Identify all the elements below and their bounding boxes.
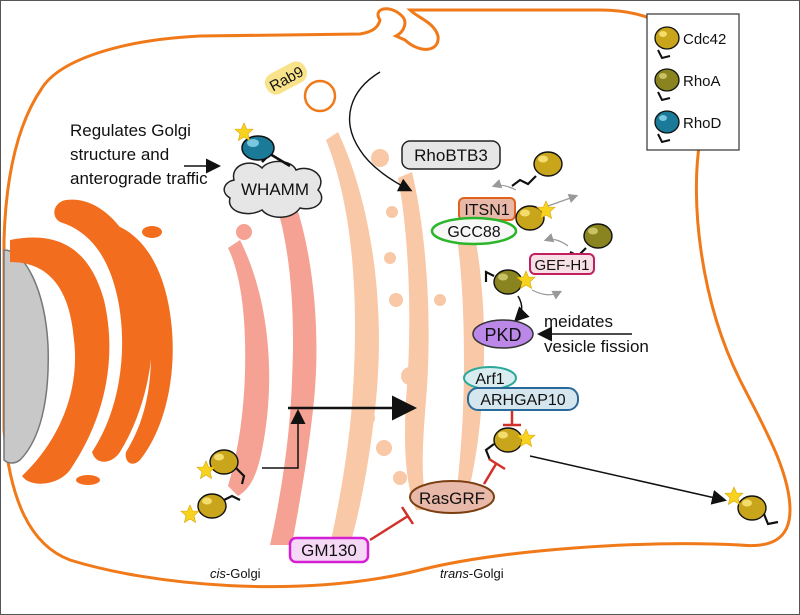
cdc42-membrane-icon — [724, 486, 779, 526]
legend-item-rhod: RhoD — [654, 110, 722, 144]
svg-text:GCC88: GCC88 — [447, 224, 500, 241]
cdc42-golgi-icon — [484, 427, 536, 461]
golgi-structure-note: Regulates Golgi structure and anterograd… — [70, 121, 221, 188]
gm130-label: GM130 — [288, 536, 370, 564]
svg-text:GEF-H1: GEF-H1 — [534, 257, 589, 274]
cis-golgi-cisternae — [228, 180, 317, 545]
whamm-label: WHAMM — [241, 180, 309, 199]
rasgrf-label: RasGRF — [409, 480, 495, 514]
cdc42-protein-icon — [511, 151, 563, 187]
cdc42-transport-arrow — [529, 455, 727, 505]
nucleus — [3, 249, 50, 464]
svg-text:meidates: meidates — [544, 312, 613, 331]
svg-text:RasGRF: RasGRF — [419, 489, 485, 508]
rhod-protein-icon — [241, 135, 275, 161]
svg-text:RhoD: RhoD — [683, 115, 722, 132]
svg-text:Arf1: Arf1 — [475, 371, 504, 388]
cis-golgi-label: cis-Golgi — [210, 566, 261, 581]
vesicle-fission-note: meidates vesicle fission — [544, 312, 649, 356]
legend-item-cdc42: Cdc42 — [654, 26, 726, 60]
arhgap10-label: ARHGAP10 — [467, 387, 579, 411]
gef-h1-label: GEF-H1 — [529, 253, 595, 275]
svg-text:GM130: GM130 — [301, 541, 357, 560]
svg-text:anterograde traffic: anterograde traffic — [70, 169, 208, 188]
cdc42-legend-icon — [654, 26, 680, 50]
rhoa-legend-icon — [654, 68, 680, 92]
svg-text:Cdc42: Cdc42 — [683, 31, 726, 48]
trans-golgi-label: trans-Golgi — [440, 566, 504, 581]
svg-text:structure and: structure and — [70, 145, 169, 164]
endoplasmic-reticulum — [10, 199, 173, 485]
svg-text:ITSN1: ITSN1 — [464, 202, 509, 219]
svg-text:Regulates Golgi: Regulates Golgi — [70, 121, 191, 140]
arf1-label: Arf1 — [463, 366, 517, 390]
cdc42-cis-icon-1 — [196, 449, 246, 485]
trans-golgi-cisternae — [326, 132, 485, 545]
inhibit-arhgap10 — [503, 411, 521, 427]
svg-text:RhoA: RhoA — [683, 73, 721, 90]
inhibit-rasgrf — [482, 457, 506, 485]
itsn1-label: ITSN1 — [458, 197, 516, 221]
rab9-vesicle — [303, 79, 337, 113]
rhobtb3-label: RhoBTB3 — [401, 140, 501, 170]
pkd-label: PKD — [472, 319, 534, 349]
cdc42-active-icon — [515, 193, 579, 231]
svg-text:vesicle fission: vesicle fission — [544, 337, 649, 356]
rhoa-active-icon — [484, 269, 563, 323]
rhod-legend-icon — [654, 110, 680, 134]
svg-text:PKD: PKD — [484, 325, 521, 345]
cis-activation-arrow — [262, 409, 306, 469]
whamm-complex: WHAMM — [223, 122, 323, 218]
cdc42-cis-icon-2 — [180, 493, 241, 523]
svg-text:RhoBTB3: RhoBTB3 — [414, 146, 488, 165]
legend: Cdc42 RhoA RhoD — [646, 13, 740, 151]
inhibit-gm130 — [369, 506, 415, 542]
svg-text:ARHGAP10: ARHGAP10 — [480, 392, 565, 409]
legend-item-rhoa: RhoA — [654, 68, 721, 102]
gcc88-label: GCC88 — [430, 216, 518, 246]
rhobtb3-arrow — [348, 71, 413, 192]
